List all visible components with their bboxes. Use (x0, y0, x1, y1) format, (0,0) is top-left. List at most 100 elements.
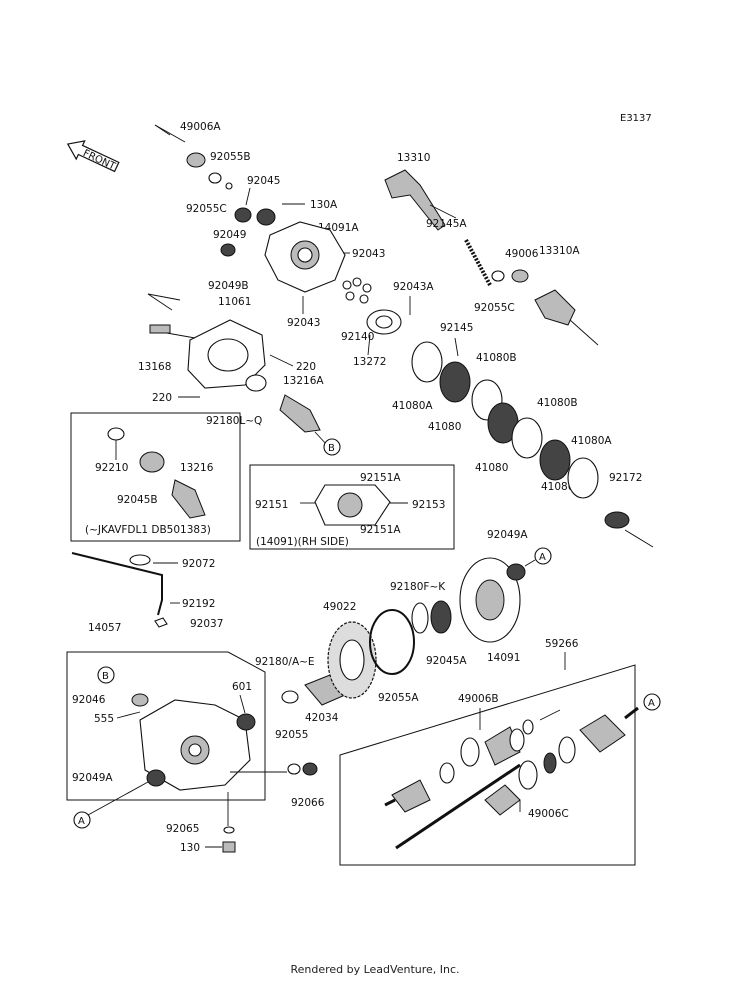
bearing-92045B (139, 451, 165, 473)
label-92180L-Q: 92180L~Q (206, 415, 262, 427)
front-arrow-icon: FRONT (66, 140, 120, 173)
callout-a-lower-label: A (78, 816, 85, 827)
joint-left (391, 779, 431, 813)
label-92046: 92046 (72, 694, 106, 706)
label-92153: 92153 (412, 499, 445, 511)
label-92180F-K: 92180F~K (390, 581, 446, 593)
label-220-b: 220 (152, 392, 172, 404)
label-92037: 92037 (190, 618, 223, 630)
seal-92045 (234, 207, 252, 223)
diagram-code: E3137 (620, 113, 652, 124)
label-92145: 92145 (440, 322, 473, 334)
label-13216A: 13216A (283, 375, 324, 387)
label-92045A: 92045A (426, 655, 467, 667)
balls-92140 (342, 277, 372, 304)
callout-a-upper (534, 547, 552, 565)
label-92066: 92066 (291, 797, 325, 809)
label-41080-c: 41080 (541, 481, 574, 493)
seal-601 (236, 713, 256, 731)
bearing-49006 (511, 269, 529, 283)
clip-92037 (154, 617, 168, 628)
ring-92055B (225, 182, 233, 190)
label-130A: 130A (310, 199, 338, 211)
washer-92065 (223, 826, 235, 834)
label-13310: 13310 (397, 152, 430, 164)
callout-a-upper-label: A (539, 552, 546, 563)
shim-92180A-E (281, 690, 299, 704)
callout-b-upper-label: B (328, 443, 335, 454)
joint-right (579, 714, 626, 753)
seal-92049B (220, 243, 236, 257)
oring-92055 (287, 763, 301, 775)
gear-case-bracket (66, 651, 266, 801)
label-92055: 92055 (275, 729, 308, 741)
label-13310A: 13310A (539, 245, 580, 257)
label-92192: 92192 (182, 598, 215, 610)
drive-shaft (395, 763, 521, 850)
label-13216: 13216 (180, 462, 214, 474)
boot-ring-49006C (518, 760, 538, 790)
label-41080B-a: 41080B (476, 352, 517, 364)
clutch-plates (411, 341, 599, 499)
label-41080B-b: 41080B (537, 397, 578, 409)
label-92151: 92151 (255, 499, 288, 511)
bolt-130 (222, 841, 236, 853)
label-92151A-bottom: 92151A (360, 524, 401, 536)
rh-side-note: (14091)(RH SIDE) (256, 536, 349, 548)
label-49006C: 49006C (528, 808, 569, 820)
label-13168: 13168 (138, 361, 171, 373)
callout-b-lower-label: B (102, 671, 109, 682)
label-92065: 92065 (166, 823, 199, 835)
inset-rh-side-box (249, 464, 455, 550)
plug-92046 (131, 693, 149, 707)
label-11061: 11061 (218, 296, 251, 308)
label-92072: 92072 (182, 558, 215, 570)
label-14091: 14091 (487, 652, 520, 664)
label-41080-b: 41080 (475, 462, 508, 474)
boot-ring-49006B-a (460, 737, 480, 767)
label-92045: 92045 (247, 175, 280, 187)
label-92151A-top: 92151A (360, 472, 401, 484)
label-49022: 49022 (323, 601, 356, 613)
oring-92055C-b (491, 270, 505, 282)
shim-92180L-Q (245, 374, 267, 392)
label-92049A-a: 92049A (487, 529, 528, 541)
label-601: 601 (232, 681, 252, 693)
oring-92055C (208, 172, 222, 184)
seal-92049A-a (506, 563, 526, 581)
callout-a-lower (73, 811, 91, 829)
label-555: 555 (94, 713, 114, 725)
pinion-13216 (171, 479, 206, 519)
label-42034: 42034 (305, 712, 339, 724)
label-92043A: 92043A (393, 281, 434, 293)
label-41080A-b: 41080A (571, 435, 612, 447)
label-14057: 14057 (88, 622, 121, 634)
callout-b-upper (323, 438, 341, 456)
callout-a-right (643, 693, 661, 711)
label-49006A: 49006A (180, 121, 221, 133)
callout-a-right-label: A (648, 698, 655, 709)
serial-note: (~JKAVFDL1 DB501383) (85, 524, 211, 536)
bearing-49006A (186, 152, 206, 168)
label-130: 130 (180, 842, 200, 854)
label-92045B: 92045B (117, 494, 158, 506)
label-220-a: 220 (296, 361, 316, 373)
footer-credit: Rendered by LeadVenture, Inc. (290, 963, 460, 976)
label-92210: 92210 (95, 462, 128, 474)
front-label: FRONT (81, 148, 117, 173)
label-92180A-E: 92180/A~E (255, 656, 315, 668)
label-92049A-b: 92049A (72, 772, 113, 784)
inset-pinion-box (70, 412, 241, 542)
bearing-92210 (107, 427, 125, 441)
label-49006: 49006 (505, 248, 539, 260)
label-41080-a: 41080 (428, 421, 461, 433)
clamp-92072 (129, 554, 151, 566)
label-41080A-a: 41080A (392, 400, 433, 412)
label-13272: 13272 (353, 356, 386, 368)
label-92145A: 92145A (426, 218, 467, 230)
pinion-13216A (279, 394, 321, 433)
label-92049B: 92049B (208, 280, 249, 292)
label-92055A: 92055A (378, 692, 419, 704)
yoke-13310 (384, 169, 446, 231)
seal-92049A-b (146, 769, 166, 787)
